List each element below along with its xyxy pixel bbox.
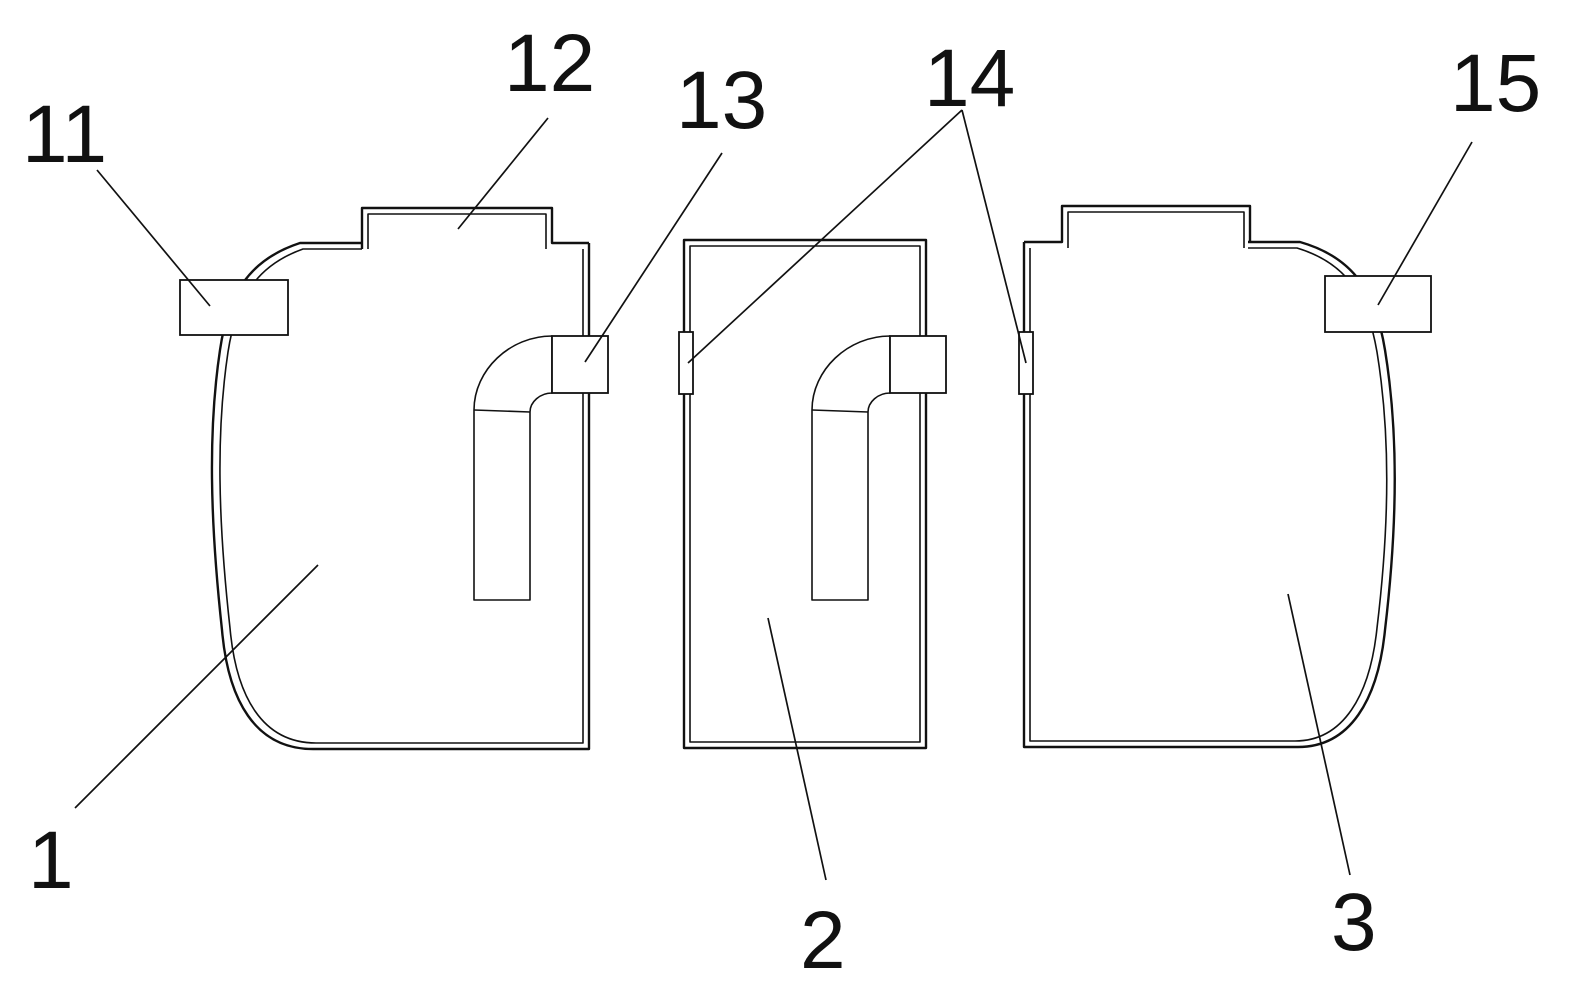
leader-2 [767, 617, 827, 881]
tank-2-elbow-seam [811, 409, 869, 413]
leader-14-right [961, 109, 1027, 364]
tank-1-lid [360, 206, 589, 249]
tank-2-body-inner [689, 245, 921, 743]
leader-lines [74, 109, 1473, 881]
tank-3-lid [1024, 204, 1252, 244]
tank-3-lid-inner [1067, 211, 1245, 248]
label-15: 15 [1450, 38, 1541, 129]
leader-12 [457, 117, 549, 230]
label-3: 3 [1331, 877, 1377, 968]
tank-2-body-outer [682, 238, 928, 750]
leader-1 [74, 564, 319, 809]
label-13: 13 [676, 55, 767, 146]
tank-1-elbow-seam [473, 409, 531, 413]
inlet-11-box [179, 279, 289, 336]
reference-numerals: 11 12 13 14 15 1 2 3 [22, 18, 1541, 986]
leader-13 [584, 152, 723, 363]
tank-1 [179, 206, 609, 751]
label-12: 12 [504, 18, 595, 109]
tank-2-elbow-pipe [811, 335, 891, 601]
label-2: 2 [800, 895, 846, 986]
tank-1-lid-inner [367, 213, 547, 249]
leader-3 [1287, 593, 1351, 876]
fitting-14-left-box [678, 331, 694, 395]
connector-2-box [889, 335, 947, 394]
connector-13-box [551, 335, 609, 394]
label-14: 14 [924, 33, 1015, 124]
label-11: 11 [22, 89, 107, 180]
leader-14-left [687, 109, 963, 364]
tank-2 [678, 238, 947, 750]
leader-11 [96, 169, 211, 307]
label-1: 1 [28, 815, 74, 906]
tank-3 [1018, 204, 1432, 749]
tank-1-elbow-pipe [473, 335, 553, 601]
leader-15 [1377, 141, 1473, 306]
